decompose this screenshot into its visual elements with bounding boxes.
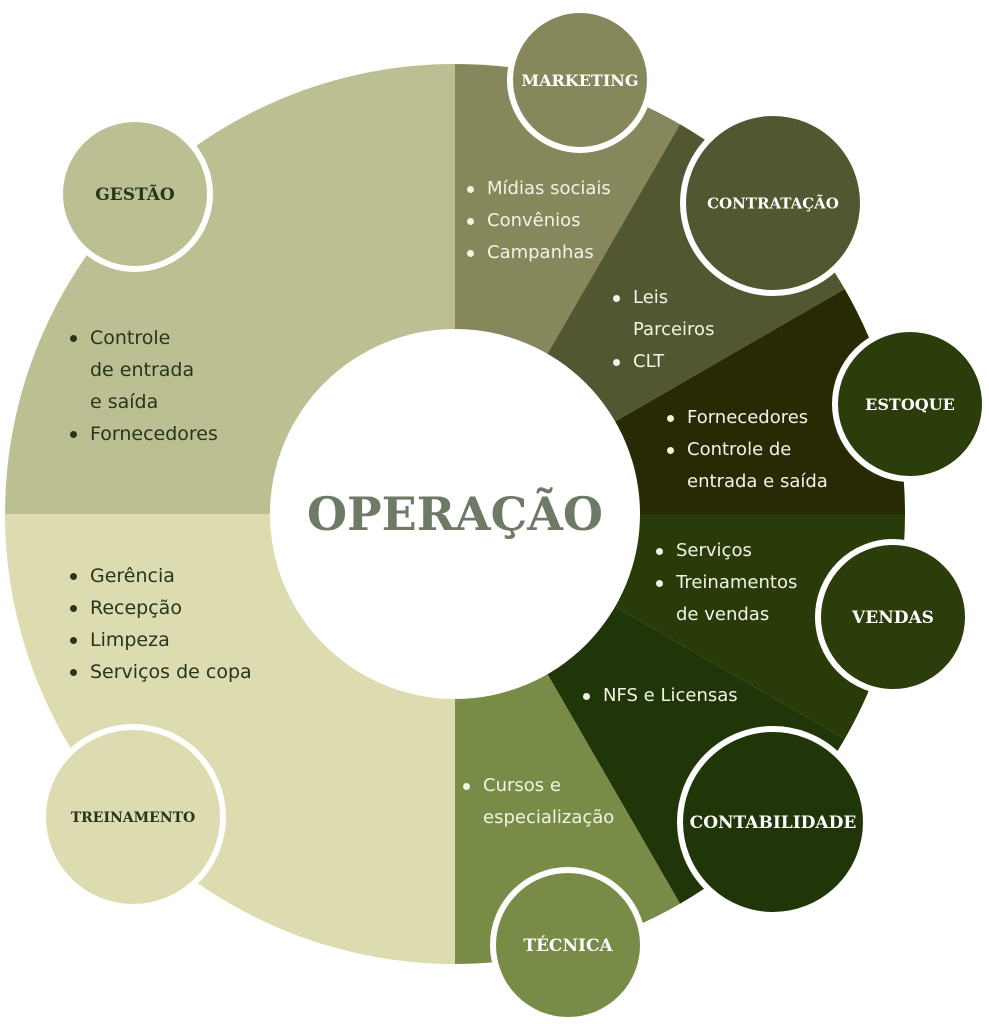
treinamento-circle bbox=[40, 724, 226, 910]
contratacao-list: Leis Parceiros CLT bbox=[611, 282, 714, 378]
tecnica-list: Cursos e especialização bbox=[461, 770, 614, 834]
estoque-list: Fornecedores Controle de entrada e saída bbox=[665, 402, 828, 498]
marketing-badge: MARKETING bbox=[507, 7, 653, 153]
center-title: OPERAÇÃO bbox=[307, 486, 603, 541]
treinamento-badge: TREINAMENTO bbox=[40, 724, 226, 910]
contabilidade-title: CONTABILIDADE bbox=[690, 813, 857, 833]
treinamento-item: Serviços de copa bbox=[68, 656, 252, 688]
contabilidade-badge: CONTABILIDADE bbox=[677, 726, 869, 918]
contratacao-item: Leis bbox=[611, 282, 714, 314]
treinamento-item: Gerência bbox=[68, 560, 252, 592]
contratacao-badge: CONTRATAÇÃO bbox=[680, 110, 866, 296]
estoque-badge: ESTOQUE bbox=[832, 326, 988, 482]
marketing-item: Mídias sociais bbox=[465, 173, 611, 205]
contratacao-item: Parceiros bbox=[633, 319, 715, 340]
contabilidade-circle bbox=[677, 726, 869, 918]
gestao-badge: GESTÃO bbox=[57, 116, 213, 272]
marketing-title: MARKETING bbox=[521, 71, 638, 90]
vendas-item: Serviços bbox=[654, 535, 797, 567]
vendas-circle bbox=[815, 539, 971, 695]
vendas-badge: VENDAS bbox=[815, 539, 971, 695]
gestao-circle bbox=[57, 116, 213, 272]
contratacao-item: CLT bbox=[611, 346, 714, 378]
gestao-item: Controle de entrada e saída bbox=[68, 322, 218, 418]
marketing-item: Campanhas bbox=[465, 237, 611, 269]
treinamento-item: Recepção bbox=[68, 592, 252, 624]
contabilidade-list: NFS e Licensas bbox=[581, 680, 738, 712]
contratacao-circle bbox=[680, 110, 866, 296]
estoque-item: Fornecedores bbox=[665, 402, 828, 434]
contratacao-title: CONTRATAÇÃO bbox=[707, 193, 839, 212]
estoque-title: ESTOQUE bbox=[865, 395, 955, 414]
treinamento-list: Gerência Recepção Limpeza Serviços de co… bbox=[68, 560, 252, 688]
tecnica-title: TÉCNICA bbox=[523, 935, 613, 956]
contabilidade-item: NFS e Licensas bbox=[581, 680, 738, 712]
vendas-item: Treinamentos de vendas bbox=[654, 567, 797, 631]
tecnica-badge: TÉCNICA bbox=[490, 867, 646, 1023]
gestao-list: Controle de entrada e saída Fornecedores bbox=[68, 322, 218, 450]
tecnica-circle bbox=[490, 867, 646, 1023]
tecnica-item: Cursos e especialização bbox=[461, 770, 614, 834]
estoque-circle bbox=[832, 326, 988, 482]
marketing-item: Convênios bbox=[465, 205, 611, 237]
vendas-title: VENDAS bbox=[851, 608, 934, 628]
center-circle bbox=[270, 329, 640, 699]
marketing-list: Mídias sociais Convênios Campanhas bbox=[465, 173, 611, 269]
estoque-item: Controle de entrada e saída bbox=[665, 434, 828, 498]
treinamento-title: TREINAMENTO bbox=[71, 810, 196, 826]
marketing-circle bbox=[507, 7, 653, 153]
gestao-title: GESTÃO bbox=[95, 183, 175, 205]
gestao-item: Fornecedores bbox=[68, 418, 218, 450]
vendas-list: Serviços Treinamentos de vendas bbox=[654, 535, 797, 631]
treinamento-item: Limpeza bbox=[68, 624, 252, 656]
